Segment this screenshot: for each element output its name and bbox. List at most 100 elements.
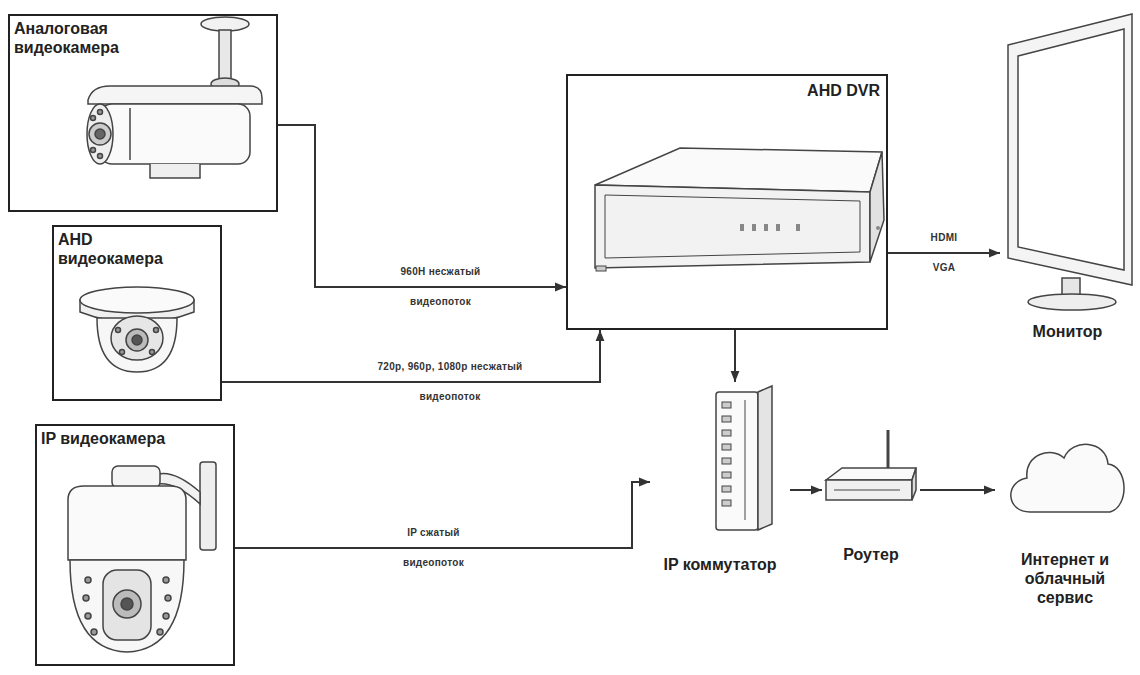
node-label: Роутер <box>843 546 898 565</box>
ptz-camera-part <box>112 466 160 488</box>
analog-camera-part <box>129 108 131 160</box>
dvr-device-part <box>752 224 756 231</box>
dome-camera-part <box>132 335 142 345</box>
router-node: Роутер <box>822 424 920 567</box>
analog-camera-part <box>87 104 113 164</box>
dvr-device-part <box>870 152 884 262</box>
monitor-picture-part <box>1028 294 1116 310</box>
edge-label-holder: 720p, 960p, 1080p несжатый видеопоток <box>353 352 548 412</box>
analog-camera-part <box>98 110 103 115</box>
dome-camera-part <box>80 287 194 313</box>
camera-box: IP видеокамера <box>35 424 235 666</box>
edge-label-holder: HDMI VGA <box>922 223 966 283</box>
analog-camera-part <box>219 30 231 80</box>
ptz-camera-part <box>200 462 216 550</box>
analog-camera-part <box>150 164 200 178</box>
dvr-device-part <box>595 185 870 268</box>
dvr-device-part <box>796 224 800 231</box>
dome-camera-part <box>154 328 159 333</box>
camera-box: Аналоговая видеокамера <box>8 14 278 212</box>
dome-camera <box>80 287 194 372</box>
ptz-camera-part <box>121 598 133 610</box>
router-picture-part <box>912 468 916 500</box>
connector-arrow <box>278 125 566 287</box>
ptz-camera-part <box>70 560 184 652</box>
dome-camera-part <box>126 329 148 351</box>
analog-camera-part <box>88 86 262 104</box>
connector-arrow <box>235 482 650 548</box>
router-picture-part <box>887 430 890 470</box>
cloud-node: Интернет и облачный сервис <box>995 432 1135 610</box>
dvr-device-part <box>740 224 744 231</box>
switch-picture-part <box>722 500 731 506</box>
connector-arrow <box>920 489 995 491</box>
dvr-device-part <box>876 226 880 230</box>
ptz-camera-part <box>157 629 163 635</box>
dvr-device-part <box>605 195 860 258</box>
analog-camera-part <box>100 104 250 164</box>
ptz-camera-part <box>85 613 91 619</box>
ptz-camera <box>68 462 216 652</box>
connector-arrow <box>222 330 600 382</box>
node-label: AHD DVR <box>807 82 880 101</box>
edge-label: IP сжатый видеопоток <box>386 518 481 578</box>
ptz-camera-part <box>163 577 169 583</box>
node-label: IP видеокамера <box>41 430 165 449</box>
node-label: Монитор <box>1033 323 1103 342</box>
dvr-device-part <box>776 224 780 231</box>
ptz-camera-part <box>85 577 91 583</box>
ptz-camera-part <box>83 595 89 601</box>
node-label: Аналоговая видеокамера <box>14 20 139 58</box>
switch-picture-part <box>722 444 731 450</box>
dome-camera-part <box>120 350 125 355</box>
ptz-camera-part <box>163 613 169 619</box>
edge-label: HDMI VGA <box>922 223 966 283</box>
edge-label: 720p, 960p, 1080p несжатый видеопоток <box>353 352 548 412</box>
node-label: AHD видеокамера <box>58 231 183 269</box>
edge-label: 960H несжатый видеопоток <box>386 257 496 317</box>
cloud-picture-part <box>1011 444 1124 512</box>
monitor-picture-part <box>1018 29 1124 270</box>
ptz-camera-part <box>113 590 141 618</box>
analog-camera-part <box>98 154 103 159</box>
node-label: IP коммутатор <box>663 556 776 575</box>
switch-picture-part <box>722 458 731 464</box>
monitor-picture <box>1008 14 1132 310</box>
switch-picture-part <box>722 430 731 436</box>
switch-picture-part <box>722 402 731 408</box>
switch-picture-part <box>745 400 746 520</box>
monitor-node: Монитор <box>1000 12 1135 344</box>
node-label: Интернет и облачный сервис <box>1005 551 1125 608</box>
dvr-box: AHD DVR <box>566 74 888 330</box>
router-picture-part <box>826 468 916 480</box>
dvr-device-part <box>596 266 606 271</box>
ptz-camera-part <box>68 486 186 560</box>
router-picture-part <box>834 490 900 491</box>
dome-camera-part <box>111 316 163 360</box>
ptz-camera-part <box>165 595 171 601</box>
analog-camera-part <box>89 123 111 145</box>
edge-label-holder: 960H несжатый видеопоток <box>386 257 496 317</box>
dome-camera-part <box>116 328 121 333</box>
camera-box: AHD видеокамера <box>52 225 222 401</box>
switch-picture-part <box>722 416 731 422</box>
analog-camera-part <box>201 17 249 31</box>
connector-arrow <box>888 252 1000 254</box>
monitor-picture-part <box>1008 14 1132 285</box>
analog-camera-part <box>95 129 105 139</box>
switch-picture-part <box>716 392 758 530</box>
switch-picture-part <box>758 386 772 530</box>
switch-picture-part <box>722 472 731 478</box>
dvr-device <box>595 148 884 271</box>
connector-arrow <box>790 489 822 491</box>
dome-camera-part <box>150 350 155 355</box>
switch-picture <box>716 386 772 530</box>
router-picture-part <box>826 480 912 500</box>
edge-label-holder: IP сжатый видеопоток <box>386 518 481 578</box>
switch-picture-part <box>722 486 731 492</box>
analog-camera-part <box>91 148 96 153</box>
ptz-camera-part <box>91 629 97 635</box>
analog-camera-part <box>91 116 96 121</box>
